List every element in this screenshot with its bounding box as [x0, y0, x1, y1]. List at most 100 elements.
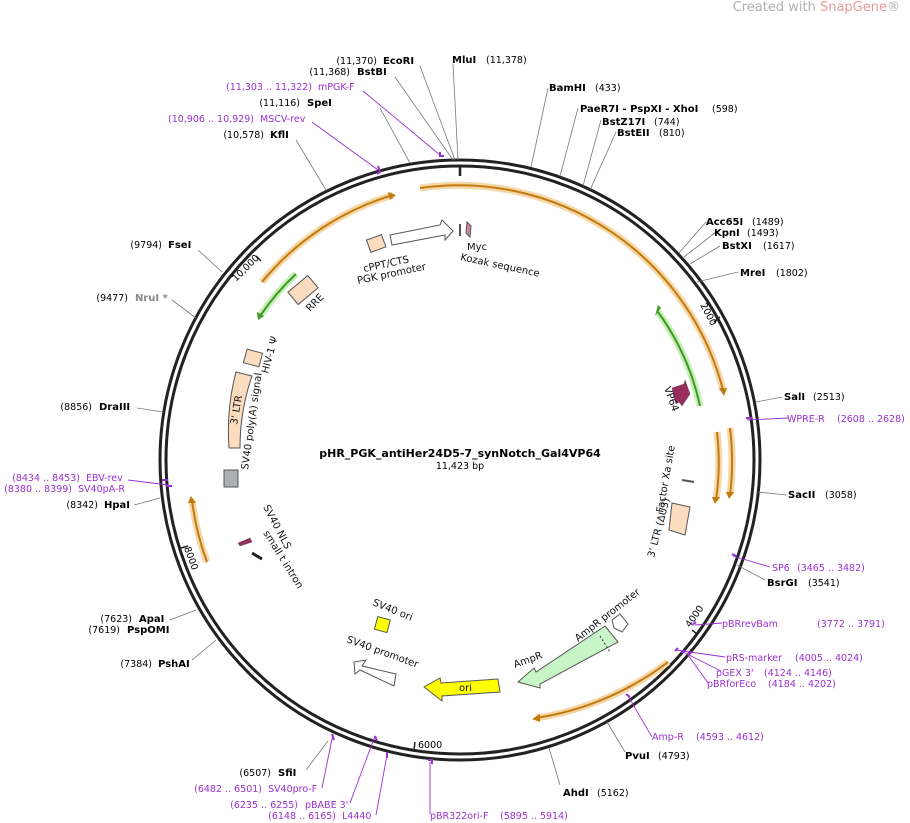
- feature-pgk-promoter: [389, 219, 454, 246]
- site-name: NruI *: [135, 293, 169, 304]
- site-name: KpnI: [714, 228, 740, 239]
- site-name: FseI: [168, 240, 191, 251]
- watermark-prefix: Created with: [732, 0, 820, 15]
- site-bstz17i: BstZ17I (744): [602, 117, 680, 128]
- site-l4440: (6148 .. 6165) L4440: [268, 811, 371, 822]
- orf-arc-green-right: [655, 305, 704, 407]
- site-pbrforeco: pBRforEco (4184 .. 4202): [707, 679, 836, 690]
- site-coord: (1617): [763, 241, 795, 252]
- site-name: Acc65I: [706, 217, 743, 228]
- feature-vp64: [671, 379, 691, 407]
- feature-label-hiv: HIV-1 Ψ: [260, 335, 280, 374]
- site-name: HpaI: [104, 500, 130, 511]
- watermark: Created with SnapGene®: [733, 0, 900, 15]
- primer-leaders: [127, 90, 789, 816]
- site-coord: (3772 .. 3791): [817, 619, 885, 630]
- site-prs-marker: pRS-marker (4005 .. 4024): [726, 653, 863, 664]
- site-coord: (4593 .. 4612): [696, 732, 764, 743]
- feature-label-ori: ori: [459, 683, 472, 694]
- feature-ampr-promoter: [611, 613, 629, 633]
- feature-ampr: [516, 625, 619, 689]
- feature-small-t-intron: [251, 551, 263, 561]
- site-pbrrevbam: pBRrevBam (3772 .. 3791): [722, 619, 885, 630]
- site-name: BstXI: [722, 241, 752, 252]
- site-coord: (6507): [239, 768, 271, 779]
- site-name: pBABE 3': [305, 800, 348, 811]
- site-coord: (4005 .. 4024): [795, 653, 863, 664]
- feature-label-kozak: Kozak sequence: [459, 252, 540, 280]
- site-coord: (744): [654, 117, 680, 128]
- site-name: SalI: [784, 392, 805, 403]
- site-name: KflI: [270, 130, 289, 141]
- site-pshai: (7384) PshAI: [120, 659, 189, 670]
- site-hpai: (8342) HpaI: [66, 500, 130, 511]
- site-name: PshAI: [158, 659, 190, 670]
- site-coord: (10,578): [223, 130, 264, 141]
- site-bamhi: BamHI (433): [549, 83, 621, 94]
- site-name: MluI: [452, 55, 476, 66]
- site-coord: (9794): [130, 240, 162, 251]
- site-bstbi: (11,368) BstBI: [309, 67, 386, 78]
- site-name: BamHI: [549, 83, 586, 94]
- site-name: SpeI: [307, 98, 332, 109]
- backbone-outer: [158, 158, 762, 762]
- site-name: SP6: [772, 563, 790, 574]
- site-coord: (1493): [747, 228, 779, 239]
- site-name: pBR322ori-F: [430, 811, 489, 822]
- site-name: BstZ17I: [602, 117, 645, 128]
- site-name: AhdI: [563, 788, 589, 799]
- site-sacii: SacII (3058): [788, 490, 857, 501]
- site-coord: (810): [659, 128, 685, 139]
- site-kpni: KpnI (1493): [714, 228, 779, 239]
- feature-3ltr: [227, 371, 253, 449]
- feature-ori: [423, 677, 501, 703]
- site-name: mPGK-F: [318, 82, 354, 93]
- site-name: SacII: [788, 490, 815, 501]
- feature-myc: [459, 220, 472, 239]
- orf-arc-right-2: [726, 427, 736, 499]
- feature-label-myc: Myc: [467, 242, 487, 253]
- site-sp6: SP6 (3465 .. 3482): [772, 563, 865, 574]
- site-name: PspOMI: [127, 625, 169, 636]
- orf-arc-upper-left: [259, 191, 396, 285]
- site-acc65i: Acc65I (1489): [706, 217, 784, 228]
- site-coord: (1802): [776, 268, 808, 279]
- site-name: EBV-rev: [86, 473, 123, 484]
- site-mlui: MluI (11,378): [452, 55, 527, 66]
- feature-sv40-ori: [373, 616, 391, 634]
- feature-label-ampr: AmpR: [512, 650, 544, 671]
- plasmid-name: pHR_PGK_antiHer24D5-7_synNotch_Gal4VP64: [319, 447, 601, 460]
- site-name: BstBI: [357, 67, 387, 78]
- site-sv40pro-f: (6482 .. 6501) SV40pro-F: [194, 784, 317, 795]
- site-amp-r: Amp-R (4593 .. 4612): [652, 732, 764, 743]
- site-paer7i: PaeR7I - PspXI - XhoI (598): [580, 104, 738, 115]
- site-bsteii: BstEII (810): [617, 128, 685, 139]
- site-sv40pa-r: (8380 .. 8399) SV40pA-R: [4, 484, 125, 495]
- tick-6000: 6000: [413, 740, 442, 751]
- site-pbabe3: (6235 .. 6255) pBABE 3': [230, 800, 348, 811]
- site-coord: (3541): [808, 578, 840, 589]
- site-coord: (10,906 .. 10,929): [168, 114, 254, 125]
- feature-factor-xa: [681, 479, 695, 483]
- site-coord: (11,368): [309, 67, 350, 78]
- orf-arc-green-left: [257, 271, 299, 320]
- site-fsei: (9794) FseI: [130, 240, 191, 251]
- site-coord: (8380 .. 8399): [4, 484, 72, 495]
- site-coord: (8342): [66, 500, 98, 511]
- feature-rre: [287, 274, 319, 306]
- site-coord: (7384): [120, 659, 152, 670]
- site-mscv-rev: (10,906 .. 10,929) MSCV-rev: [168, 114, 306, 125]
- site-name: pBRrevBam: [722, 619, 778, 630]
- site-draiii: (8856) DraIII: [60, 402, 130, 413]
- site-name: pBRforEco: [707, 679, 756, 690]
- site-name: Amp-R: [652, 732, 684, 743]
- site-ecori: (11,370) EcoRI: [336, 56, 414, 67]
- site-bstxi: BstXI (1617): [722, 241, 795, 252]
- site-spei: (11,116) SpeI: [259, 98, 332, 109]
- site-coord: (11,116): [259, 98, 300, 109]
- site-name: WPRE-R: [787, 414, 825, 425]
- orf-arc-top: [419, 181, 727, 396]
- site-ahdi: AhdI (5162): [563, 788, 629, 799]
- site-coord: (7619): [88, 625, 120, 636]
- site-name: BsrGI: [767, 578, 797, 589]
